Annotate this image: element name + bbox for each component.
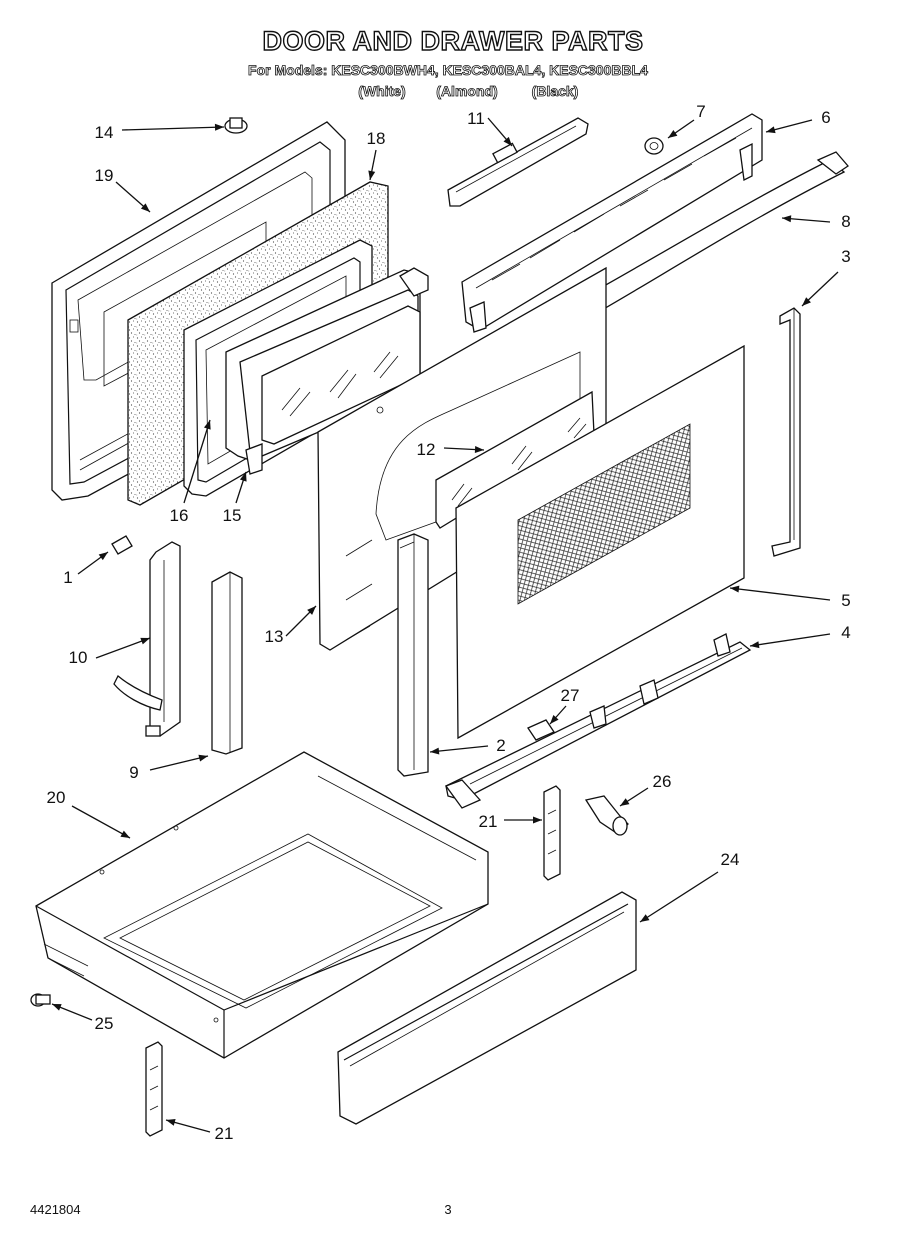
callout-8: 8	[841, 212, 850, 231]
leader-14-head	[214, 123, 224, 131]
leader-26-head	[620, 798, 630, 806]
callouts: 14 19 18 11 7 6 8 3 16 15 12 1 10 13 5 4…	[47, 102, 851, 1143]
callout-3: 3	[841, 247, 850, 266]
leader-27-head	[550, 714, 559, 724]
spacer-part	[211, 571, 243, 755]
leader-3-head	[802, 297, 811, 306]
callout-20: 20	[47, 788, 66, 807]
callout-12: 12	[417, 440, 436, 459]
callout-18: 18	[367, 129, 386, 148]
callout-11: 11	[467, 109, 485, 128]
callout-2: 2	[496, 736, 505, 755]
leader-4	[749, 633, 831, 647]
leader-4-head	[750, 641, 760, 649]
callout-15: 15	[223, 506, 242, 525]
drawer-slide-bracket-upper-part	[543, 785, 561, 881]
leader-7-head	[668, 129, 678, 138]
leader-24-head	[640, 914, 650, 922]
leader-20	[71, 805, 131, 839]
callout-1: 1	[63, 568, 72, 587]
leader-1-head	[98, 552, 108, 561]
leader-5-head	[730, 585, 740, 593]
leader-9	[149, 755, 209, 771]
outer-door-panel-part	[455, 344, 745, 740]
drawer-body-part	[35, 751, 489, 1059]
hinge-channel-part	[113, 541, 181, 737]
leader-18-head	[368, 170, 376, 180]
leader-6-head	[766, 126, 776, 134]
models-line: For Models: KESC300BWH4, KESC300BAL4, KE…	[248, 62, 648, 78]
leader-10	[95, 637, 151, 659]
top-bracket-part	[447, 117, 589, 207]
leader-24	[639, 871, 719, 923]
color-white: (White)	[358, 83, 405, 99]
leader-19-head	[140, 203, 150, 212]
callout-16: 16	[170, 506, 189, 525]
callout-24: 24	[721, 850, 740, 869]
leader-13-head	[307, 606, 316, 615]
grommet-part	[644, 137, 664, 155]
drawer-front-panel-part	[337, 891, 637, 1125]
drawer-screw-part	[30, 993, 51, 1007]
callout-10: 10	[69, 648, 88, 667]
leader-12-head	[474, 446, 484, 454]
callout-6: 6	[821, 108, 830, 127]
callout-26: 26	[653, 772, 672, 791]
leader-15-head	[239, 472, 247, 482]
leader-21-lower-head	[166, 1118, 176, 1126]
callout-13: 13	[265, 627, 284, 646]
callout-25: 25	[95, 1014, 114, 1033]
callout-19: 19	[95, 166, 114, 185]
leader-21-upper-head	[533, 816, 542, 824]
leader-5	[729, 587, 831, 601]
leader-25-head	[52, 1004, 62, 1011]
drawer-roller-part	[584, 795, 629, 836]
door-stop-screw-part	[224, 117, 248, 134]
callout-14: 14	[95, 123, 114, 142]
door-bottom-trim-part	[444, 633, 752, 809]
glass-pack-part	[225, 267, 429, 475]
color-almond: (Almond)	[436, 83, 497, 99]
left-side-trim-part	[397, 533, 429, 777]
callout-7: 7	[696, 102, 705, 121]
leader-16-head	[203, 420, 211, 430]
leader-16	[183, 419, 211, 504]
leader-20-head	[120, 830, 130, 838]
document-number: 4421804	[30, 1202, 81, 1217]
color-black: (Black)	[532, 83, 579, 99]
callout-5: 5	[841, 591, 850, 610]
page-number: 3	[444, 1202, 451, 1217]
callout-27: 27	[561, 686, 580, 705]
callout-21-lower: 21	[215, 1124, 234, 1143]
leader-arrows	[51, 117, 839, 1133]
callout-4: 4	[841, 623, 850, 642]
leader-2-head	[430, 747, 440, 755]
drawer-slide-bracket-lower-part	[145, 1041, 163, 1137]
right-side-trim-part	[771, 307, 801, 557]
hinge-clip-part	[111, 535, 133, 555]
leader-10-head	[140, 637, 150, 645]
leader-2	[429, 745, 489, 753]
leader-11-head	[503, 136, 512, 146]
clip-part	[527, 719, 555, 741]
page-title: DOOR AND DRAWER PARTS	[263, 26, 644, 56]
door-top-trim-part	[461, 113, 763, 333]
leader-9-head	[198, 754, 208, 762]
callout-9: 9	[129, 763, 138, 782]
leader-14	[121, 126, 225, 131]
leader-8-head	[782, 215, 792, 223]
callout-21-upper: 21	[479, 812, 498, 831]
